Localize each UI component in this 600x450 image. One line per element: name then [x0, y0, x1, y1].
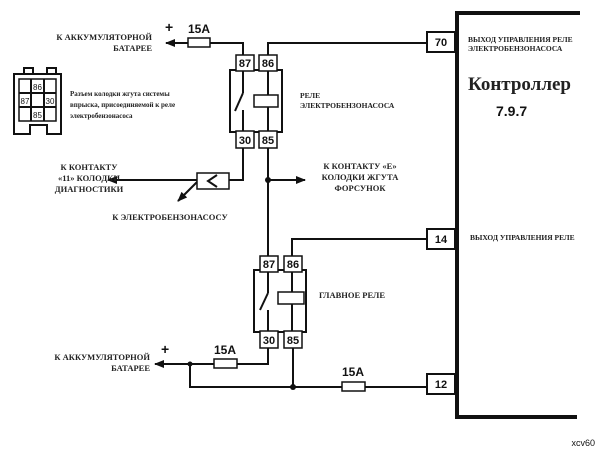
battery-bottom-label-2: БАТАРЕЕ: [111, 363, 150, 373]
controller-model: 7.9.7: [496, 103, 527, 119]
main-relay-pin-86: 86: [287, 259, 299, 271]
svg-text:15A: 15A: [214, 343, 236, 357]
middle-wires: [107, 148, 427, 256]
svg-text:15A: 15A: [342, 365, 364, 379]
svg-text:15A: 15A: [188, 22, 210, 36]
injectors-label-3: ФОРСУНОК: [335, 183, 387, 193]
connector-pin-87: 87: [21, 97, 30, 106]
connector-pin-85: 85: [33, 111, 42, 120]
pump-plug: [196, 172, 230, 190]
pin70-label-2: ЭЛЕКТРОБЕНЗОНАСОСА: [468, 44, 563, 53]
connector-caption-2: впрыска, присоединяемой к реле: [70, 101, 175, 109]
connector-pin-30: 30: [46, 97, 55, 106]
controller-outline: [455, 11, 580, 419]
main-relay-label: ГЛАВНОЕ РЕЛЕ: [319, 290, 385, 300]
diag-label-2: «11» КОЛОДКИ: [58, 173, 120, 183]
controller-title: Контроллер: [468, 74, 571, 95]
battery-top-label-2: БАТАРЕЕ: [113, 43, 152, 53]
fuse-bottom: 15A: [213, 343, 238, 369]
pin14-label: ВЫХОД УПРАВЛЕНИЯ РЕЛЕ: [470, 233, 575, 242]
pump-relay-pin-85: 85: [262, 135, 274, 147]
connector-caption-3: электробензонасоса: [70, 112, 133, 120]
main-relay: 87 86 30 85: [253, 255, 307, 349]
controller-pin-70: 70: [426, 31, 456, 53]
injectors-label-2: КОЛОДКИ ЖГУТА: [322, 172, 400, 182]
pump-relay-pin-30: 30: [239, 135, 251, 147]
controller-block: Контроллер 7.9.7 ВЫХОД УПРАВЛЕНИЯ РЕЛЕ Э…: [455, 11, 580, 419]
fuse-pin12: 15A: [341, 365, 366, 392]
controller-pin-14: 14: [426, 228, 456, 250]
svg-text:70: 70: [435, 37, 447, 49]
pump-out-label: К ЭЛЕКТРОБЕНЗОНАСОСУ: [112, 212, 228, 222]
fuse-top: 15A: [187, 22, 211, 48]
battery-top-plus: +: [165, 19, 173, 35]
svg-text:12: 12: [435, 379, 447, 391]
diag-label-1: К КОНТАКТУ: [61, 162, 119, 172]
watermark: xcv60: [571, 438, 595, 448]
main-relay-pin-30: 30: [263, 335, 275, 347]
pump-relay-label-1: РЕЛЕ: [300, 91, 320, 100]
main-relay-pin-87: 87: [263, 259, 275, 271]
bottom-wires: [154, 348, 427, 390]
injectors-label-1: К КОНТАКТУ «Е»: [323, 161, 396, 171]
diag-label-3: ДИАГНОСТИКИ: [55, 184, 124, 194]
pump-relay-pin-87: 87: [239, 58, 251, 70]
pump-relay: 87 86 30 85: [229, 54, 283, 149]
battery-bottom-label-1: К АККУМУЛЯТОРНОЙ: [54, 352, 150, 362]
pump-relay-pin-86: 86: [262, 58, 274, 70]
svg-text:14: 14: [435, 234, 448, 246]
main-relay-pin-85: 85: [287, 335, 299, 347]
pin70-label-1: ВЫХОД УПРАВЛЕНИЯ РЕЛЕ: [468, 35, 573, 44]
connector-pinout: 86 87 30 85: [13, 67, 62, 135]
pump-relay-label-2: ЭЛЕКТРОБЕНЗОНАСОСА: [300, 101, 395, 110]
connector-caption-1: Разъем колодки жгута системы: [70, 90, 170, 98]
connector-pin-86: 86: [33, 83, 42, 92]
battery-top-label-1: К АККУМУЛЯТОРНОЙ: [56, 32, 152, 42]
battery-bottom-plus: +: [161, 341, 169, 357]
controller-pin-12: 12: [426, 373, 456, 395]
